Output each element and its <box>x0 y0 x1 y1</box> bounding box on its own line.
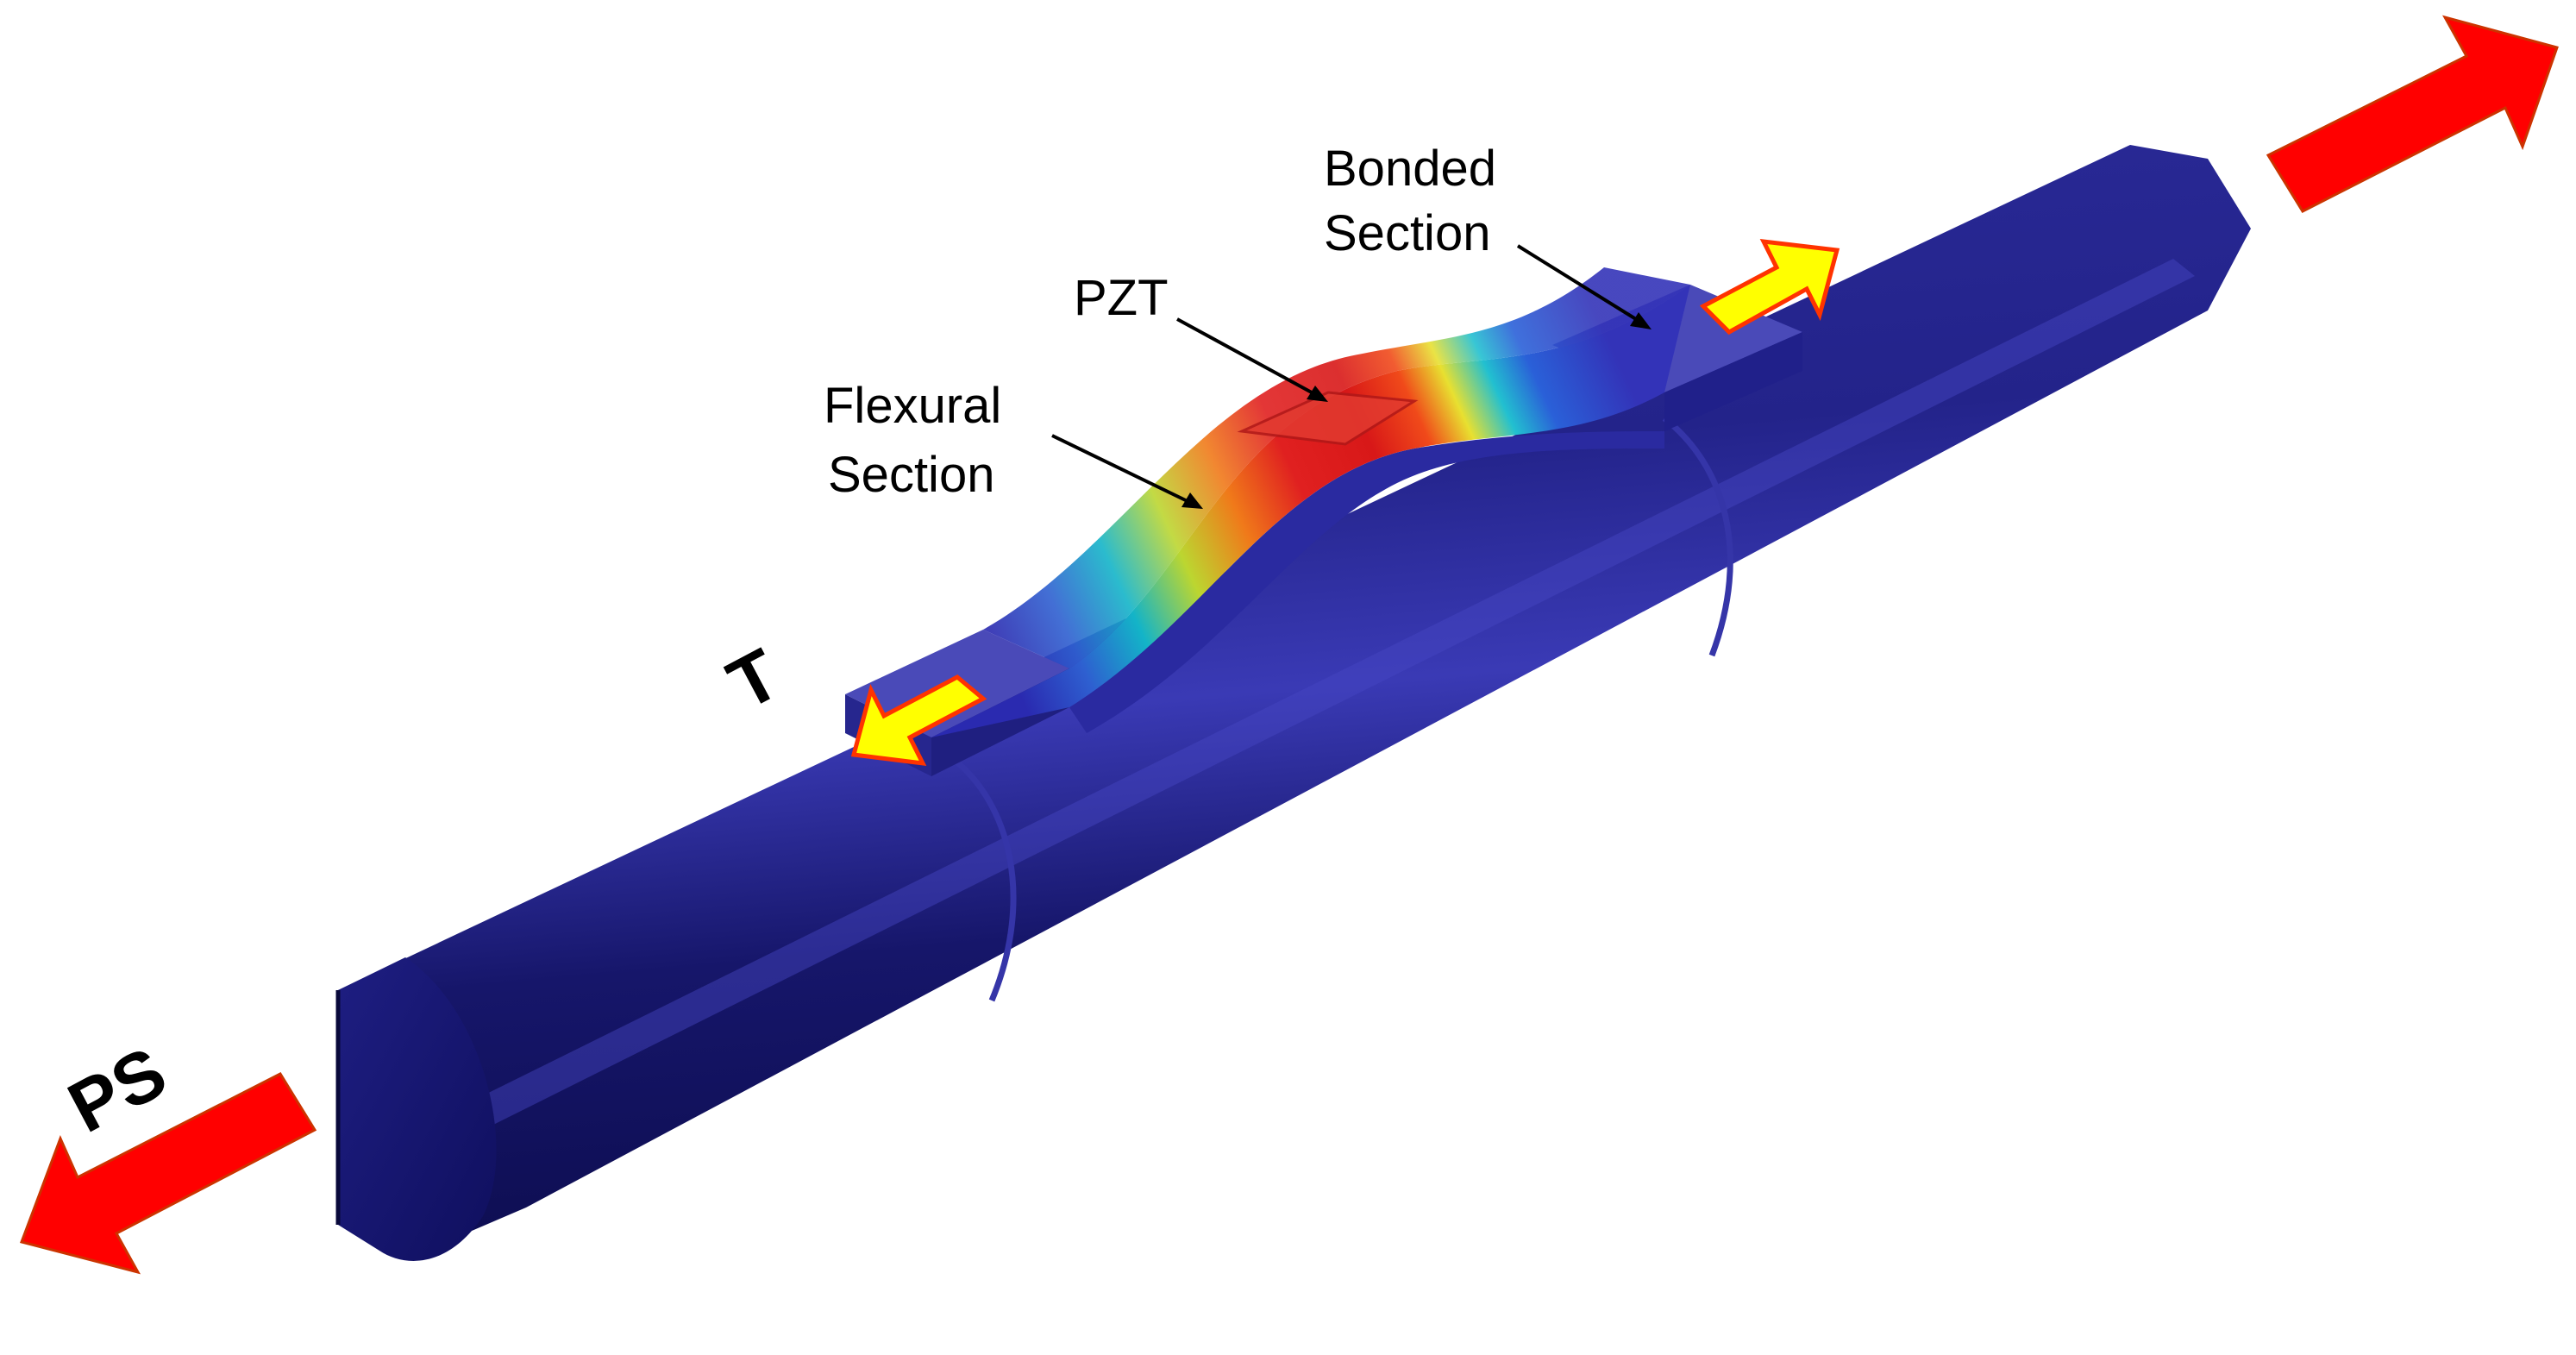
rod-highlight <box>448 259 2195 1139</box>
pzt-flexural-arch <box>931 267 1690 737</box>
pzt-patch <box>1237 391 1419 446</box>
label-ps: PS <box>55 1031 179 1148</box>
leader-arrowheads <box>1181 312 1652 509</box>
leader-flexural-head <box>1181 492 1203 509</box>
label-t: T <box>715 633 792 725</box>
rod-body <box>338 145 2251 1259</box>
rod-end-cap <box>338 957 497 1261</box>
leader-pzt-head <box>1307 386 1328 402</box>
arrow-small-left <box>850 674 987 767</box>
label-flexural-line1: Flexural <box>824 378 1001 434</box>
leader-bonded <box>1516 244 1645 325</box>
label-bonded-line2: Section <box>1324 205 1490 261</box>
sleeve-seam-left <box>950 756 1017 1002</box>
sleeve-seam-right <box>1662 416 1733 657</box>
arch-underside <box>1069 431 1664 733</box>
label-bonded-line1: Bonded <box>1324 141 1496 197</box>
leader-flexural <box>1051 434 1195 506</box>
leader-lines <box>1051 244 1645 506</box>
rod <box>335 145 2251 1261</box>
leader-pzt <box>1176 317 1320 398</box>
arrow-small-right <box>1699 238 1840 336</box>
arrow-large-left <box>20 1072 317 1275</box>
label-flexural-line2: Section <box>828 447 994 503</box>
label-pzt: PZT <box>1074 270 1169 326</box>
leader-bonded-head <box>1630 312 1652 329</box>
arch-top <box>931 285 1690 737</box>
arrow-large-right <box>2266 15 2559 213</box>
arch-top-surface <box>983 267 1690 668</box>
